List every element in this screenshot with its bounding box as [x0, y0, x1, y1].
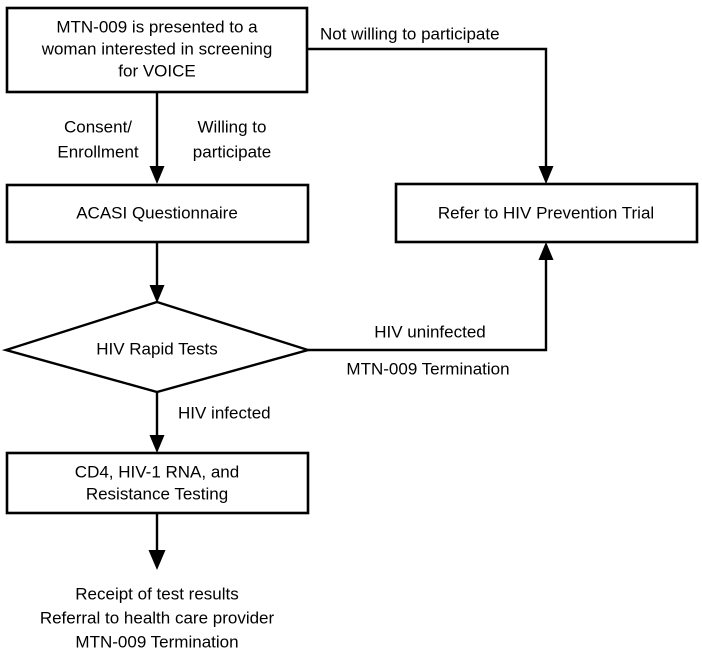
edge-line — [307, 47, 548, 174]
arrowhead-down-icon — [538, 166, 554, 184]
node-presentation-line-2: woman interested in screening — [41, 39, 273, 58]
node-referral-label: Refer to HIV Prevention Trial — [438, 203, 654, 222]
edge-label-willing-line-2: participate — [193, 142, 271, 161]
edge-label-not-willing: Not willing to participate — [320, 24, 500, 43]
arrowhead-up-icon — [538, 242, 554, 260]
terminal-line-2: Referral to health care provider — [40, 608, 275, 627]
arrowhead-down-icon — [149, 166, 165, 184]
node-shape — [5, 6, 309, 94]
node-lab-testing[interactable]: CD4, HIV-1 RNA, and Resistance Testing — [5, 451, 310, 515]
node-shape — [5, 183, 310, 244]
node-shape — [394, 182, 699, 244]
node-acasi-label: ACASI Questionnaire — [76, 203, 238, 222]
edge-presentation-to-acasi — [149, 92, 165, 184]
terminal-line-1: Receipt of test results — [75, 584, 238, 603]
edge-label-consent-line-1: Consent/ — [64, 117, 132, 136]
node-rapid-tests-label: HIV Rapid Tests — [96, 339, 218, 358]
edge-lab-testing-to-terminal — [148, 513, 166, 570]
edge-label-hiv-uninfected: HIV uninfected — [374, 322, 486, 341]
node-refer-hiv-prevention-trial[interactable]: Refer to HIV Prevention Trial — [394, 182, 699, 244]
terminal-line-3: MTN-009 Termination — [75, 632, 238, 651]
node-shape — [1, 300, 313, 394]
node-shape — [5, 451, 310, 515]
node-hiv-rapid-tests[interactable]: HIV Rapid Tests — [1, 300, 313, 394]
node-presentation-line-1: MTN-009 is presented to a — [56, 17, 258, 36]
node-presentation-line-3: for VOICE — [118, 61, 195, 80]
node-lab-testing-line-2: Resistance Testing — [86, 484, 228, 503]
edge-presentation-to-referral — [307, 47, 554, 184]
node-presentation[interactable]: MTN-009 is presented to a woman interest… — [5, 6, 309, 94]
edge-label-willing-line-1: Willing to — [198, 117, 267, 136]
arrowhead-down-icon — [149, 285, 165, 303]
node-acasi-questionnaire[interactable]: ACASI Questionnaire — [5, 183, 310, 244]
edge-label-consent-line-2: Enrollment — [57, 142, 139, 161]
edge-acasi-to-rapid-tests — [149, 242, 165, 303]
edge-rapid-tests-to-lab-testing — [149, 392, 165, 453]
arrowhead-down-icon — [149, 435, 165, 453]
arrowhead-down-icon — [148, 550, 166, 570]
edge-label-uninfected-termination: MTN-009 Termination — [346, 359, 509, 378]
edge-rapid-tests-to-referral — [308, 242, 554, 352]
edge-label-hiv-infected: HIV infected — [178, 403, 271, 422]
node-terminal-outcome: Receipt of test results Referral to heal… — [40, 584, 275, 651]
node-lab-testing-line-1: CD4, HIV-1 RNA, and — [75, 462, 239, 481]
edge-line — [308, 252, 548, 352]
